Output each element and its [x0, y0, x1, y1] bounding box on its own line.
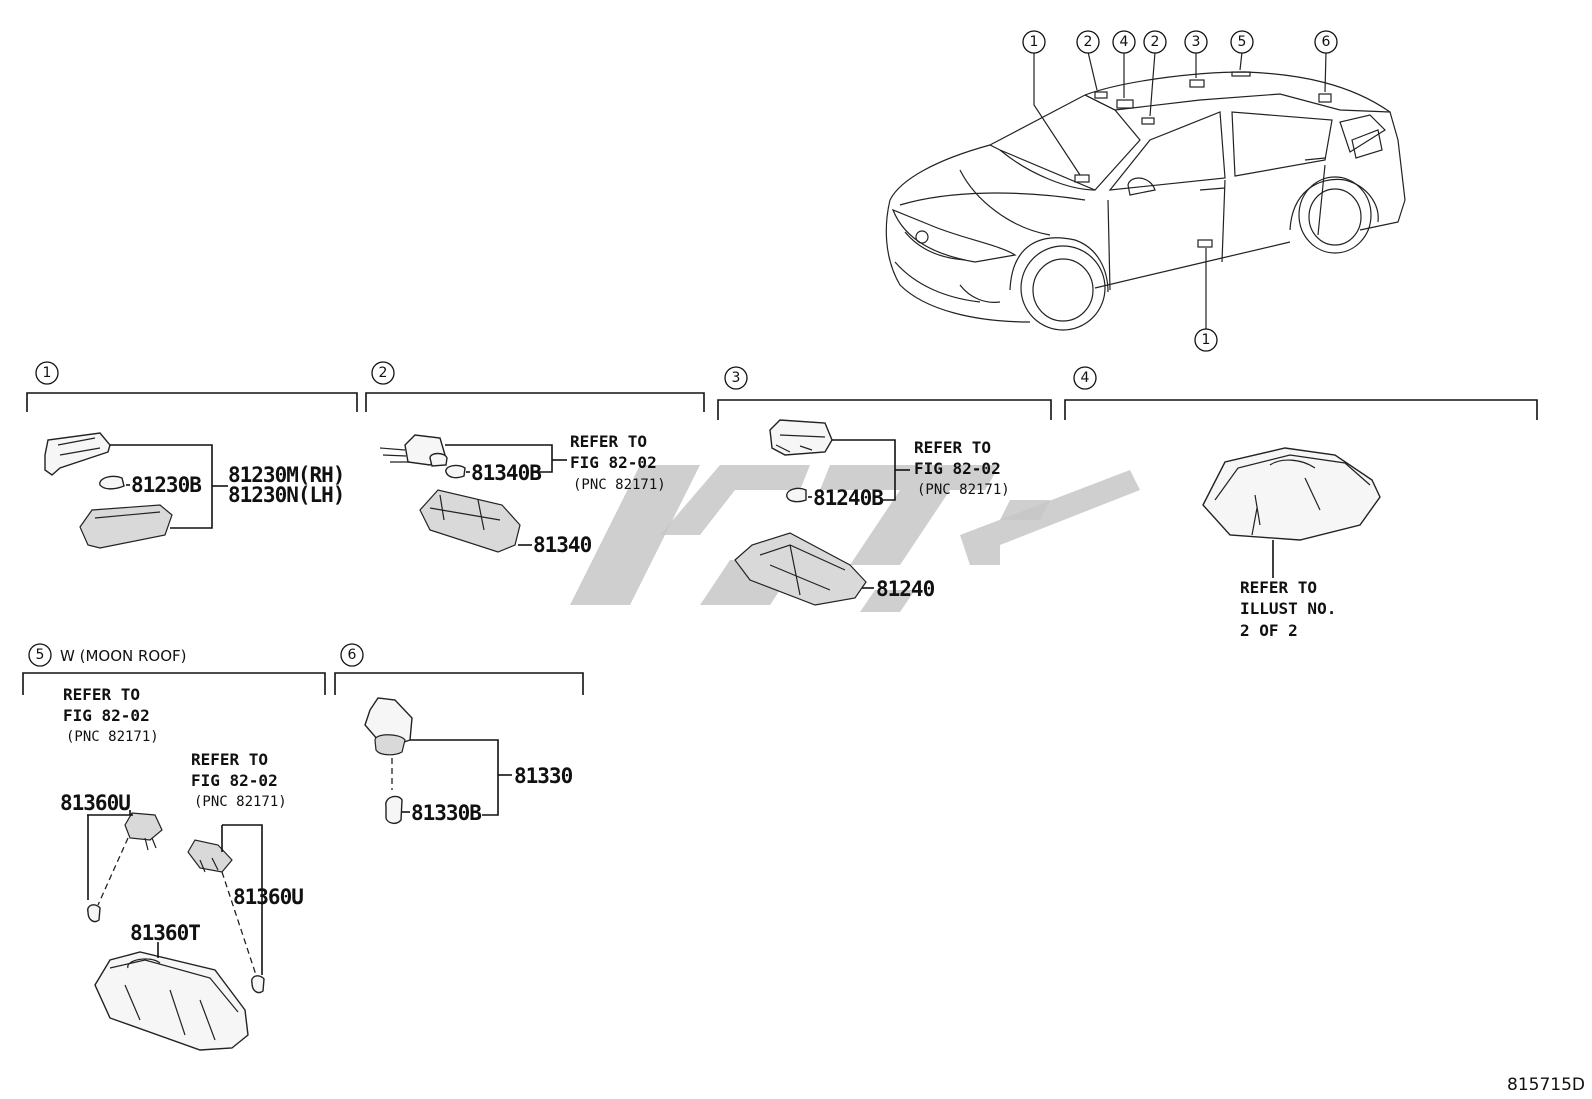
refer-to-text: REFER TO: [914, 438, 991, 457]
part-number-81360T: 81360T: [130, 921, 200, 945]
car-callout-1-bottom-label: 1: [1202, 332, 1211, 348]
part-number-81330: 81330: [514, 764, 573, 788]
section-4: 4 REFER TO ILLUST NO. 2 OF 2: [1064, 366, 1538, 640]
refer-pnc-text: (PNC 82171): [573, 477, 666, 493]
part-number-81360U-left: 81360U: [60, 791, 130, 815]
watermark-logo: [570, 465, 1140, 612]
section-2: 2 81340B 81340 REFER TO FIG 82-02 (PNC 8…: [365, 361, 705, 557]
car-callout-3: 3: [1184, 30, 1208, 54]
section-1: 1 81230B 81230M(RH) 81230N(LH): [26, 361, 358, 549]
refer-illust-text: ILLUST NO.: [1240, 599, 1336, 618]
car-callout-6-circle: [1314, 30, 1338, 54]
part-number-81240: 81240: [876, 577, 935, 601]
part-number-81230B: 81230B: [131, 473, 201, 497]
car-callout-5: 5: [1230, 30, 1254, 54]
car-callout-6: 6: [1314, 30, 1338, 54]
refer-fig-text: FIG 82-02: [63, 706, 150, 725]
part-number-81230N: 81230N(LH): [228, 483, 344, 507]
car-callout-2-b: 2: [1143, 30, 1167, 54]
refer-fig-text: FIG 82-02: [914, 459, 1001, 478]
car-callout-2-a-label: 2: [1084, 34, 1093, 50]
car-callout-2-a-circle: [1076, 30, 1100, 54]
car-callout-3-label: 3: [1192, 34, 1201, 50]
part-number-81360U-right: 81360U: [233, 885, 303, 909]
refer-of-text: 2 OF 2: [1240, 621, 1298, 640]
section-3-label: 3: [732, 370, 741, 386]
section-5: 5 W (MOON ROOF) REFER TO FIG 82-02 (PNC …: [22, 643, 326, 1051]
car-callout-4-circle: [1112, 30, 1136, 54]
refer-fig-text: FIG 82-02: [570, 453, 657, 472]
car-callout-5-circle: [1230, 30, 1254, 54]
car-callouts: 1 2 4 2 3 5 6 1: [1022, 30, 1338, 352]
car-callout-2-b-label: 2: [1151, 34, 1160, 50]
section-5-label: 5: [36, 647, 45, 663]
section-6-label: 6: [348, 647, 357, 663]
section-2-label: 2: [379, 365, 388, 381]
refer-pnc-text: (PNC 82171): [917, 482, 1010, 498]
car-callout-6-label: 6: [1322, 34, 1331, 50]
refer-to-text: REFER TO: [63, 685, 140, 704]
section-1-label: 1: [43, 365, 52, 381]
part-number-81340B: 81340B: [471, 461, 541, 485]
car-callout-1-top-circle: [1022, 30, 1046, 54]
car-callout-2-b-circle: [1143, 30, 1167, 54]
refer-to-text: REFER TO: [570, 432, 647, 451]
car-callout-1-top: 1: [1022, 30, 1046, 54]
refer-fig-text: FIG 82-02: [191, 771, 278, 790]
car-illustration: [885, 51, 1406, 331]
section-6: 6 81330 81330B: [334, 643, 584, 825]
refer-to-text: REFER TO: [1240, 578, 1317, 597]
car-callout-3-circle: [1184, 30, 1208, 54]
part-number-81340: 81340: [533, 533, 592, 557]
car-callout-1-bottom: 1: [1194, 328, 1218, 352]
refer-pnc-text: (PNC 82171): [194, 794, 287, 810]
refer-pnc-text: (PNC 82171): [66, 729, 159, 745]
car-callout-4: 4: [1112, 30, 1136, 54]
car-callout-1-top-label: 1: [1030, 34, 1039, 50]
part-number-81330B: 81330B: [411, 801, 481, 825]
car-callout-5-label: 5: [1238, 34, 1247, 50]
car-callout-1-bottom-circle: [1194, 328, 1218, 352]
part-number-81240B: 81240B: [813, 486, 883, 510]
car-callout-2-a: 2: [1076, 30, 1100, 54]
diagram-code: 815715D: [1507, 1075, 1585, 1095]
refer-to-text: REFER TO: [191, 750, 268, 769]
part-number-81230M: 81230M(RH): [228, 463, 344, 487]
section-4-label: 4: [1081, 370, 1090, 386]
car-callout-4-label: 4: [1120, 34, 1129, 50]
section-5-title: W (MOON ROOF): [60, 647, 187, 665]
section-3: 3 81240B 81240 REFER TO FIG 82-02 (PNC 8…: [717, 366, 1052, 606]
